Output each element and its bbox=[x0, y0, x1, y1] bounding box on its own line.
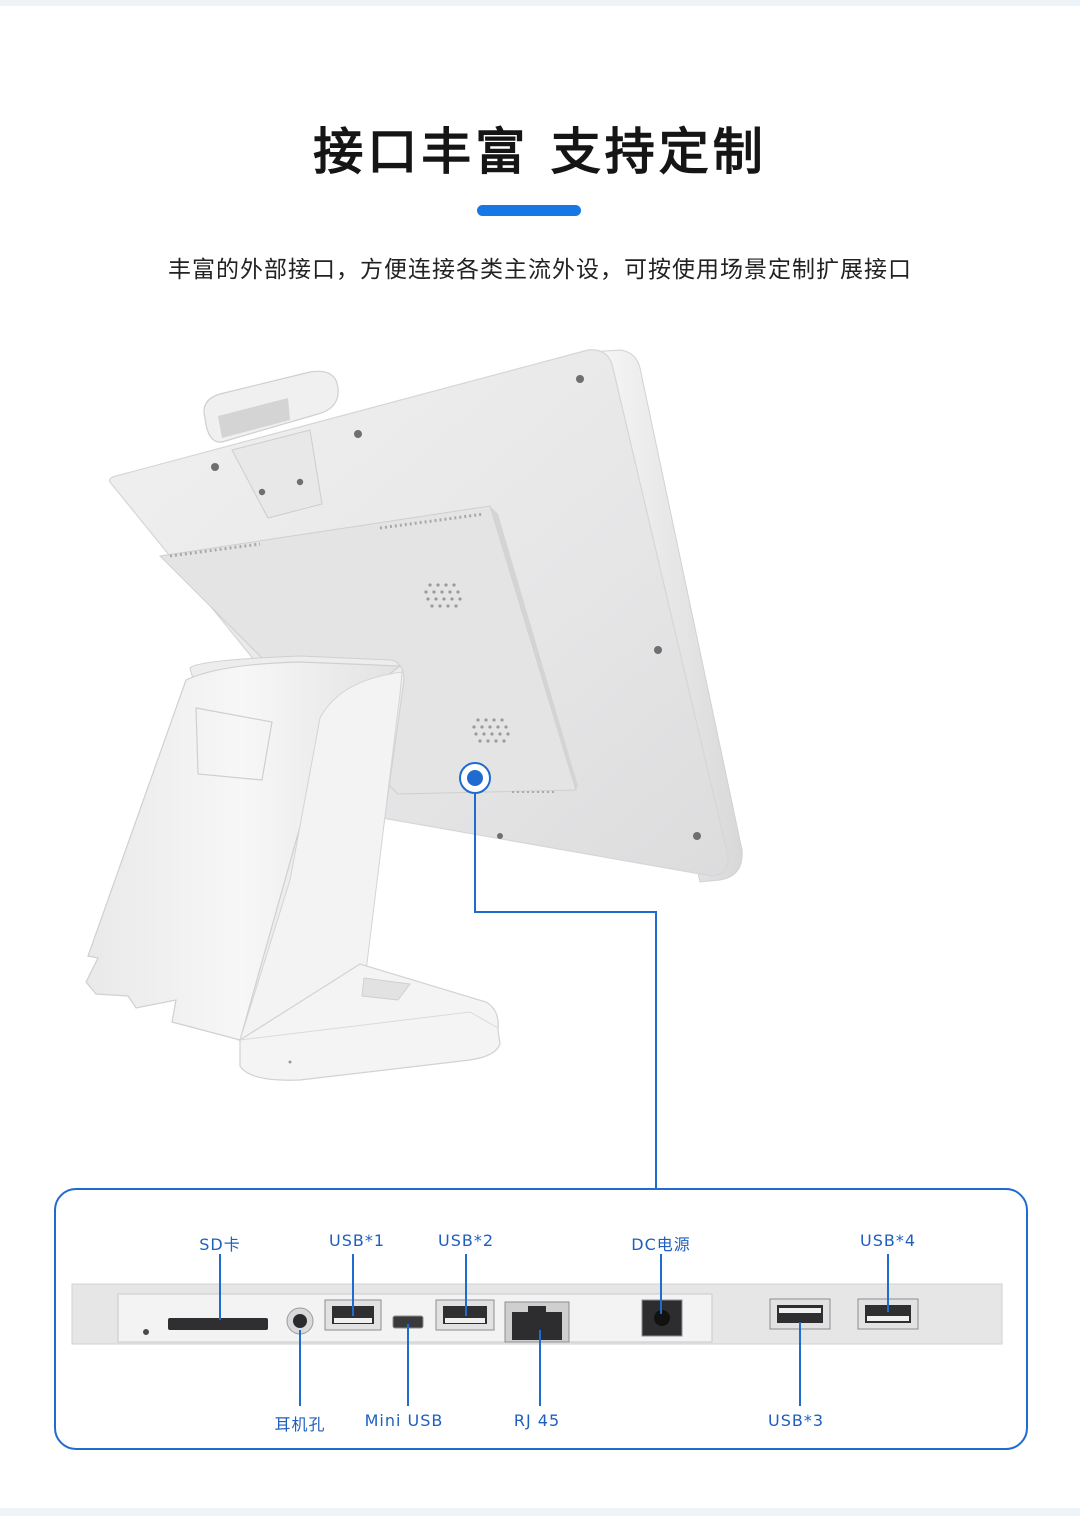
page-subtitle: 丰富的外部接口，方便连接各类主流外设，可按使用场景定制扩展接口 bbox=[168, 257, 912, 283]
label-usb3: USB*3 bbox=[767, 1411, 825, 1430]
label-dc-power: DC电源 bbox=[631, 1235, 691, 1254]
port-marker-dot bbox=[467, 770, 483, 786]
stand-body bbox=[85, 661, 402, 1041]
screw-holes bbox=[211, 375, 701, 840]
label-usb1: USB*1 bbox=[328, 1231, 386, 1250]
label-rj45: RJ 45 bbox=[513, 1411, 561, 1430]
pos-terminal-image bbox=[85, 349, 743, 1081]
label-usb4: USB*4 bbox=[859, 1231, 917, 1250]
bottom-strip bbox=[0, 1508, 1080, 1516]
label-mini-usb: Mini USB bbox=[364, 1411, 444, 1430]
page-title: 接口丰富 支持定制 bbox=[313, 123, 767, 181]
label-sd-card: SD卡 bbox=[199, 1235, 241, 1254]
title-underline bbox=[477, 205, 581, 216]
top-strip bbox=[0, 0, 1080, 6]
camera-mount bbox=[231, 429, 323, 519]
label-usb2: USB*2 bbox=[437, 1231, 495, 1250]
label-headphone: 耳机孔 bbox=[274, 1415, 326, 1434]
vent-grille-bottom bbox=[472, 718, 510, 743]
vent-grille-top bbox=[424, 583, 462, 608]
sd-slot-icon bbox=[168, 1318, 268, 1330]
